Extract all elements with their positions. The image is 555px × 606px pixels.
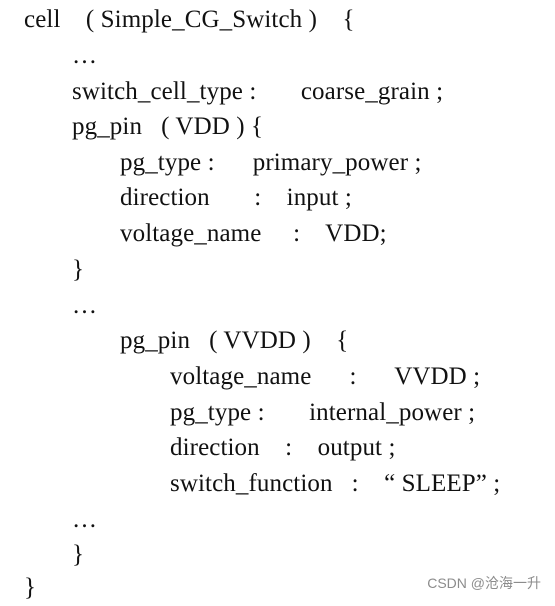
code-line: } bbox=[72, 256, 85, 283]
code-line: pg_pin ( VDD ) { bbox=[72, 113, 264, 140]
code-line: } bbox=[72, 541, 85, 568]
code-line: … bbox=[72, 506, 98, 533]
code-line: pg_type : primary_power ; bbox=[120, 149, 422, 176]
code-line: switch_function : “ SLEEP” ; bbox=[170, 470, 501, 497]
code-line: direction : input ; bbox=[120, 184, 352, 211]
code-line: … bbox=[72, 292, 98, 319]
code-line: cell ( Simple_CG_Switch ) { bbox=[24, 6, 355, 33]
code-line: } bbox=[24, 574, 37, 601]
code-line: pg_pin ( VVDD ) { bbox=[120, 327, 349, 354]
code-line: … bbox=[72, 42, 98, 69]
code-line: voltage_name : VDD; bbox=[120, 220, 387, 247]
code-line: switch_cell_type : coarse_grain ; bbox=[72, 78, 444, 105]
csdn-watermark: CSDN @沧海一升 bbox=[427, 575, 541, 591]
code-line: voltage_name : VVDD ; bbox=[170, 363, 481, 390]
code-line: direction : output ; bbox=[170, 434, 396, 461]
code-line: pg_type : internal_power ; bbox=[170, 399, 476, 426]
